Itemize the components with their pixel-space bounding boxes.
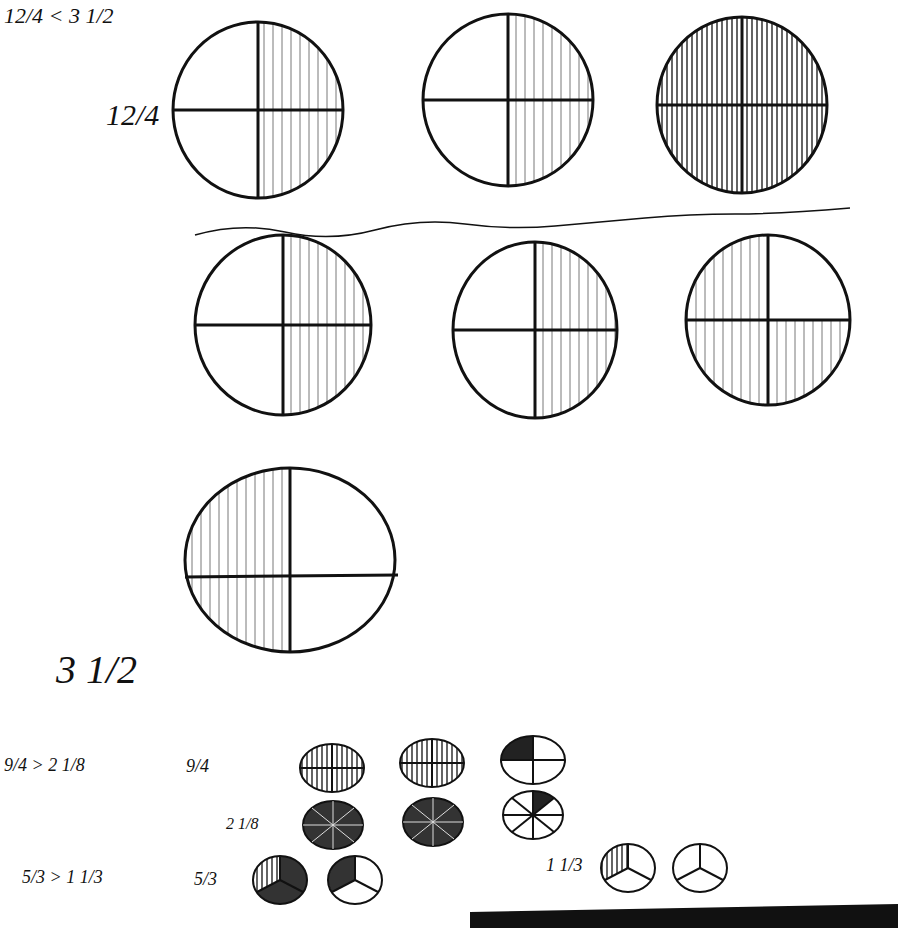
fraction-label: 2 1/8 [226, 815, 258, 833]
fraction-label: 12/4 [106, 98, 159, 131]
fraction-label: 9/4 [186, 757, 209, 777]
fraction-label: 5/3 [194, 870, 217, 890]
comparison-statement: 12/4 < 3 1/2 [4, 4, 114, 28]
fraction-label: 3 1/2 [56, 648, 137, 692]
fraction-label: 1 1/3 [546, 856, 583, 876]
comparison-statement: 9/4 > 2 1/8 [4, 756, 85, 776]
comparison-statement: 5/3 > 1 1/3 [22, 868, 103, 888]
